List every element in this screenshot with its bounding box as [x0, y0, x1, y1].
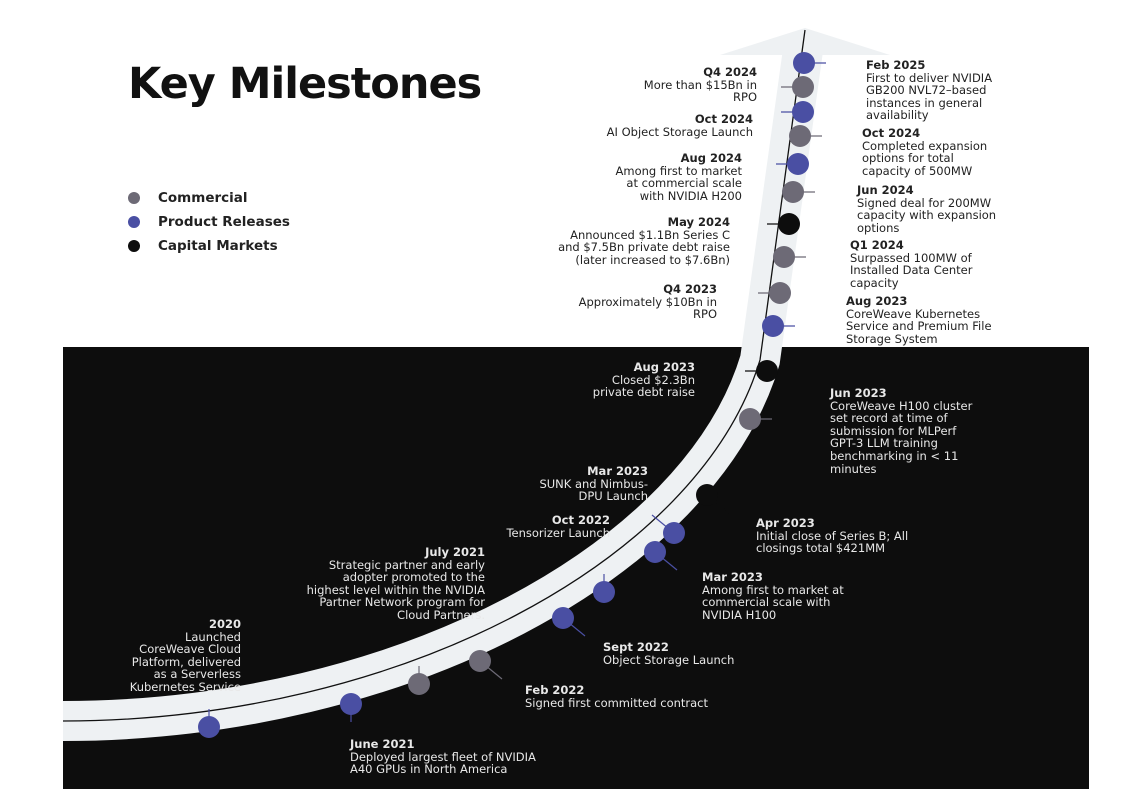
legend-label: Commercial	[158, 190, 248, 206]
milestone-node	[782, 181, 804, 203]
milestone-node	[469, 650, 491, 672]
legend-label: Capital Markets	[158, 238, 278, 254]
milestone-node	[793, 52, 815, 74]
milestone-node	[769, 282, 791, 304]
milestone-node	[696, 484, 718, 506]
commercial-dot-icon	[128, 192, 140, 204]
milestone-node	[198, 716, 220, 738]
legend-commercial: Commercial	[128, 190, 248, 206]
capital-dot-icon	[128, 240, 140, 252]
milestone-node	[778, 213, 800, 235]
milestone-node	[792, 76, 814, 98]
milestone-node	[773, 246, 795, 268]
milestone-node	[340, 693, 362, 715]
milestone-node	[593, 581, 615, 603]
page-title: Key Milestones	[128, 59, 482, 109]
milestone-node	[762, 315, 784, 337]
milestone-node	[739, 408, 761, 430]
arrow-head-icon	[720, 28, 890, 55]
milestone-node	[644, 541, 666, 563]
product-dot-icon	[128, 216, 140, 228]
milestone-node	[787, 153, 809, 175]
milestone-node	[792, 101, 814, 123]
legend-capital: Capital Markets	[128, 238, 278, 254]
legend-label: Product Releases	[158, 214, 290, 230]
milestone-node	[756, 360, 778, 382]
milestone-node	[663, 522, 685, 544]
milestone-node	[408, 673, 430, 695]
legend-product: Product Releases	[128, 214, 290, 230]
milestone-node	[789, 125, 811, 147]
timeline-line	[62, 29, 806, 722]
milestone-node	[552, 607, 574, 629]
